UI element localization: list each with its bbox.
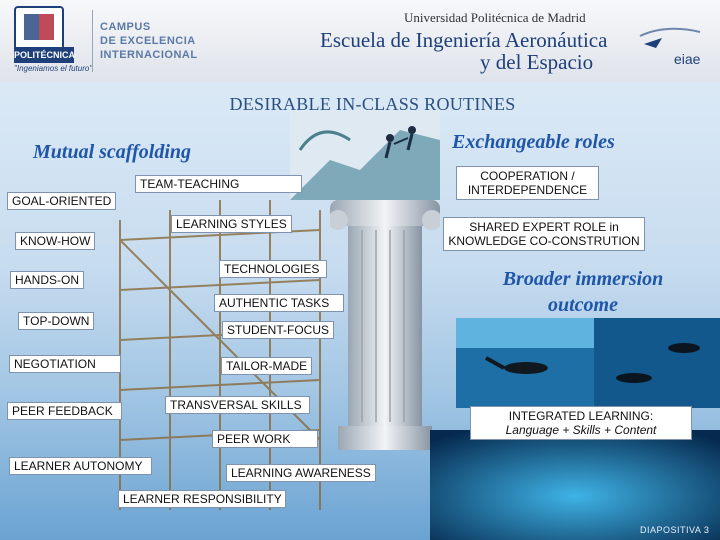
box-learning-awareness: LEARNING AWARENESS: [226, 464, 376, 482]
box-hands-on: HANDS-ON: [10, 271, 84, 289]
eiae-logo-text: eiae: [674, 51, 701, 67]
box-shared-expert-role: SHARED EXPERT ROLE in KNOWLEDGE CO-CONST…: [443, 217, 645, 251]
box-authentic-tasks: AUTHENTIC TASKS: [214, 294, 344, 312]
eiae-logo: eiae: [636, 22, 708, 70]
campus-line-2: DE EXCELENCIA: [100, 34, 198, 48]
box-learning-styles: LEARNING STYLES: [171, 215, 292, 233]
box-team-teaching: TEAM-TEACHING: [135, 175, 302, 193]
box-integrated-line-1: INTEGRATED LEARNING:: [475, 409, 687, 423]
greek-column-image: [330, 200, 440, 450]
box-integrated-line-2: Language + Skills + Content: [475, 423, 687, 437]
box-know-how: KNOW-HOW: [15, 232, 95, 250]
header-divider: [92, 10, 93, 72]
slide-number-label: DIAPOSITIVA 3: [640, 525, 709, 535]
box-shared-line-1: SHARED EXPERT ROLE in: [448, 220, 640, 234]
box-peer-work: PEER WORK: [212, 430, 318, 448]
box-transversal-skills: TRANSVERSAL SKILLS: [165, 396, 310, 414]
campus-line-1: CAMPUS: [100, 20, 198, 34]
box-integrated-learning: INTEGRATED LEARNING: Language + Skills +…: [470, 406, 692, 440]
politecnica-slogan: "Ingeniamos el futuro": [14, 64, 92, 73]
box-negotiation: NEGOTIATION: [9, 355, 121, 373]
heading-mutual-scaffolding: Mutual scaffolding: [33, 141, 191, 164]
box-technologies: TECHNOLOGIES: [219, 260, 327, 278]
heading-broader-immersion: Broader immersion outcome: [478, 266, 688, 318]
school-name-line-2: y del Espacio: [480, 50, 593, 75]
underwater-cave-image: [430, 430, 720, 540]
box-cooperation-line-1: COOPERATION /: [461, 169, 594, 183]
box-top-down: TOP-DOWN: [18, 312, 94, 330]
diver-image-1: [456, 318, 594, 408]
box-tailor-made: TAILOR-MADE: [221, 357, 312, 375]
university-name: Universidad Politécnica de Madrid: [404, 10, 586, 26]
box-peer-feedback: PEER FEEDBACK: [7, 402, 122, 420]
diver-image-2: [594, 318, 720, 408]
mountain-climbers-image: [290, 110, 440, 200]
heading-exchangeable-roles: Exchangeable roles: [452, 131, 615, 154]
box-cooperation: COOPERATION / INTERDEPENDENCE: [456, 166, 599, 200]
campus-line-3: INTERNACIONAL: [100, 48, 198, 62]
campus-excelencia-text: CAMPUS DE EXCELENCIA INTERNACIONAL: [100, 20, 198, 62]
box-shared-line-2: KNOWLEDGE CO-CONSTRUTION: [448, 234, 640, 248]
politecnica-badge: POLITÉCNICA: [14, 47, 74, 63]
box-learner-autonomy: LEARNER AUTONOMY: [9, 457, 152, 475]
box-student-focus: STUDENT-FOCUS: [222, 321, 334, 339]
upm-crest-logo: [14, 6, 64, 50]
box-cooperation-line-2: INTERDEPENDENCE: [461, 183, 594, 197]
box-goal-oriented: GOAL-ORIENTED: [7, 192, 116, 210]
box-learner-responsibility: LEARNER RESPONSIBILITY: [118, 490, 286, 508]
